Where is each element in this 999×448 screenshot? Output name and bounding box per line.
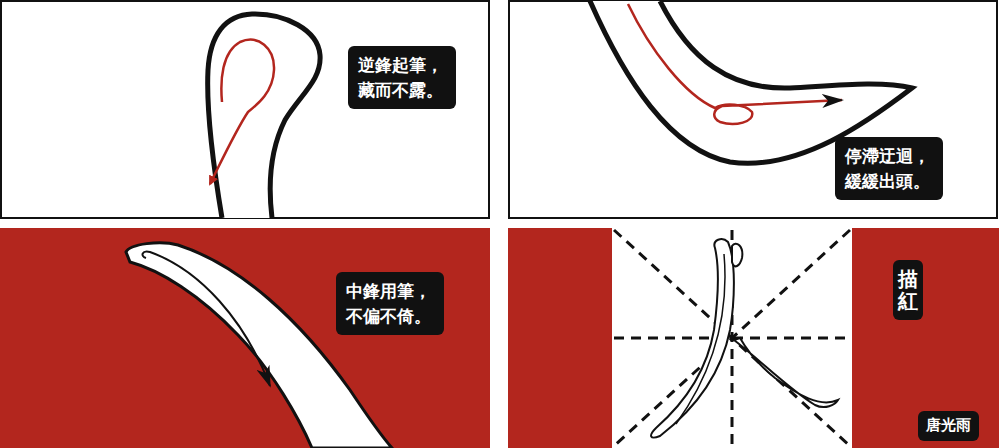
character-outline	[651, 239, 838, 437]
panel	[1, 1, 489, 218]
brush-path	[210, 40, 274, 184]
caption-text: 中鋒用筆， 不偏不倚。	[346, 279, 434, 328]
panel	[508, 228, 999, 448]
brush-path	[676, 254, 725, 424]
brush-path	[628, 4, 842, 124]
caption-box: 中鋒用筆， 不偏不倚。	[336, 272, 444, 335]
caption-text: 唐光雨	[926, 416, 971, 436]
panel	[509, 1, 997, 218]
caption-text: 逆鋒起筆， 藏而不露。	[358, 53, 446, 102]
watermark-box: 唐光雨	[918, 411, 979, 441]
grid-lines	[614, 230, 850, 446]
brush-stroke	[208, 14, 320, 218]
grid-paper	[612, 228, 852, 448]
caption-box: 逆鋒起筆， 藏而不露。	[348, 46, 456, 109]
caption-box: 停滯迂迴， 緩緩出頭。	[835, 137, 943, 200]
caption-text: 描紅	[898, 268, 918, 312]
panel	[0, 228, 490, 448]
caption-text: 停滯迂迴， 緩緩出頭。	[845, 144, 933, 193]
vertical-caption-box: 描紅	[893, 260, 923, 320]
brush-path	[143, 252, 270, 386]
